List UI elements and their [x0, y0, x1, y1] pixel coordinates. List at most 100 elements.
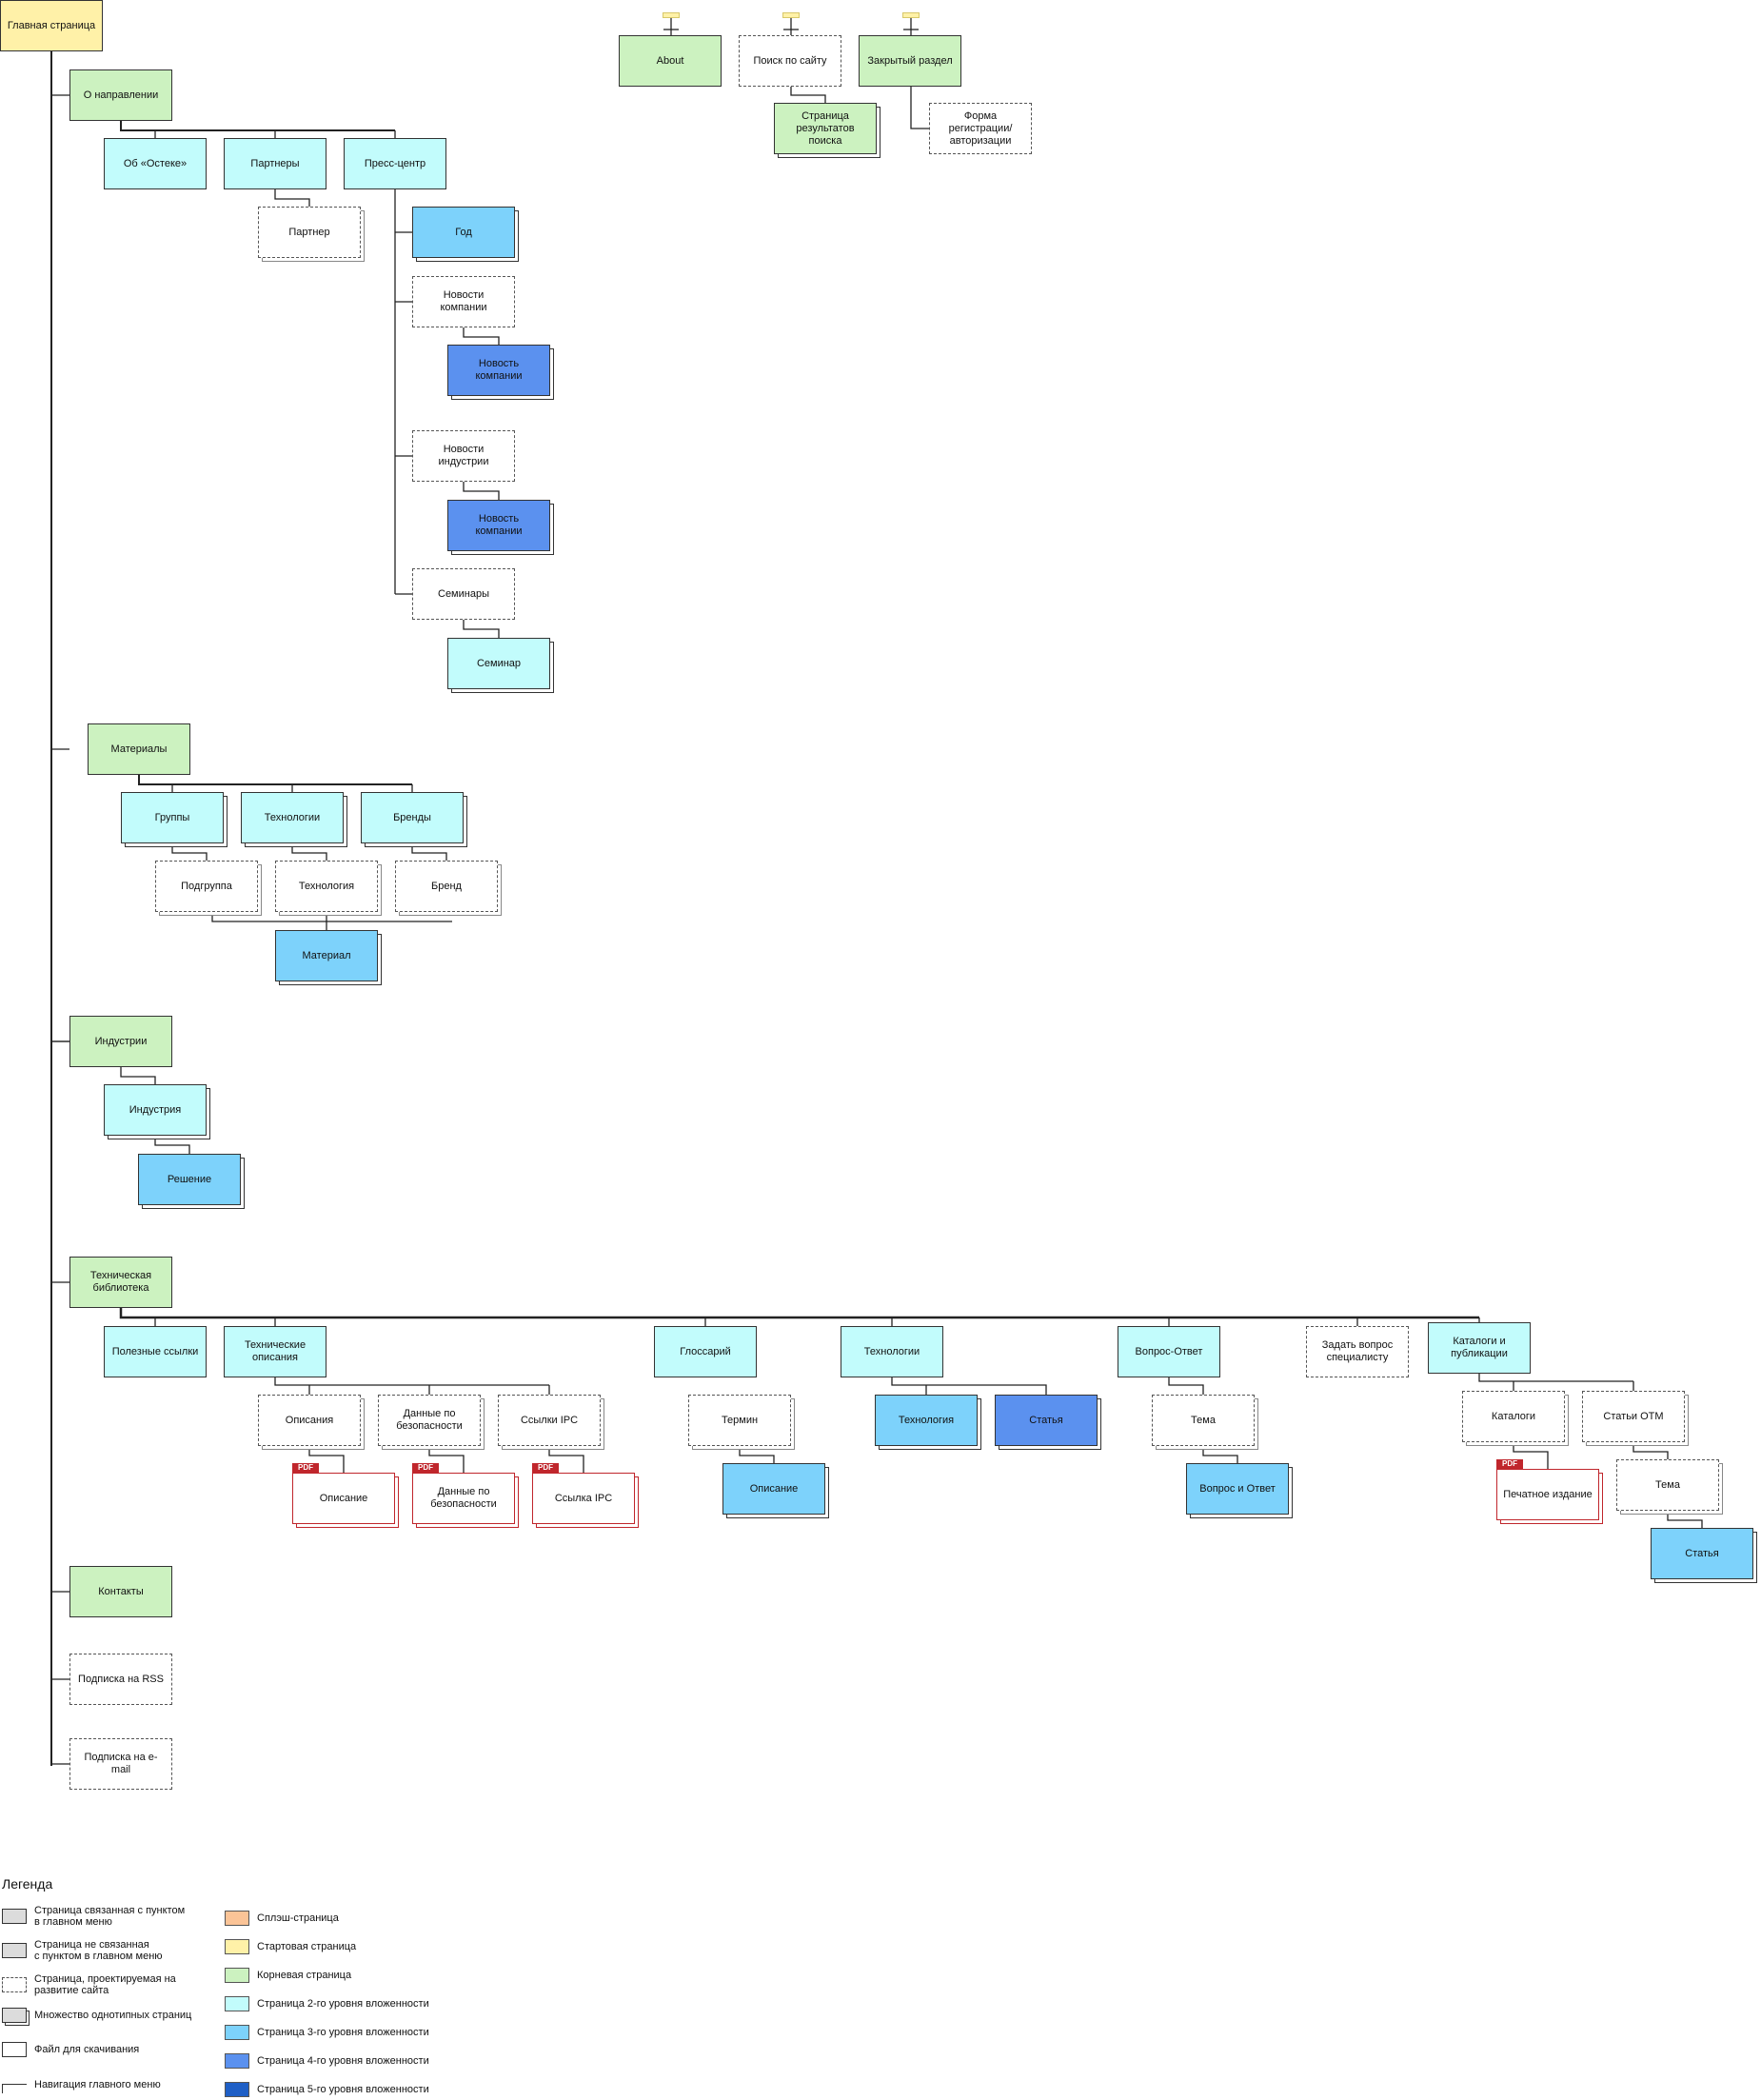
node-label: Решение — [167, 1173, 212, 1185]
legend-item: Корневая страница — [225, 1968, 351, 1983]
node-label: Глоссарий — [680, 1345, 731, 1357]
node-label: Форма регистрации/ авторизации — [948, 109, 1013, 147]
node-stat1: Статья — [995, 1395, 1098, 1446]
node-label: Партнер — [288, 226, 330, 238]
node-seminar: Семинар — [447, 638, 550, 689]
connector — [171, 843, 208, 861]
node-ipc: Ссылки IPC — [498, 1395, 601, 1446]
node-ob_osteke: Об «Остеке» — [104, 138, 207, 189]
node-label: Материалы — [110, 743, 168, 755]
connector — [1202, 1446, 1238, 1463]
legend-color-swatch-icon — [225, 1968, 249, 1983]
node-solution: Решение — [138, 1154, 241, 1205]
legend-item: Страница связанная с пунктом в главном м… — [2, 1905, 185, 1928]
node-label: Вопрос-Ответ — [1135, 1345, 1203, 1357]
legend-item: Множество однотипных страниц — [2, 2008, 191, 2023]
legend-label: Страница 2-го уровня вложенности — [257, 1998, 429, 2010]
legend-swatch-icon — [2, 1943, 27, 1958]
legend-swatch-icon — [2, 2084, 27, 2093]
node-contacts: Контакты — [69, 1566, 172, 1617]
node-brands: Бренды — [361, 792, 464, 843]
node-label: Новость компании — [475, 513, 523, 537]
node-label: Описание — [319, 1492, 368, 1504]
legend-label: Страница 4-го уровня вложенности — [257, 2055, 429, 2067]
node-god: Год — [412, 207, 515, 258]
node-label: Закрытый раздел — [867, 54, 953, 67]
node-label: Бренд — [431, 880, 462, 892]
connector — [463, 620, 500, 638]
node-label: Техническая библиотека — [89, 1270, 152, 1294]
connector — [411, 843, 447, 861]
legend-item: Сплэш-страница — [225, 1911, 339, 1926]
connector — [739, 1446, 775, 1463]
legend-swatch-icon — [2, 1909, 27, 1924]
node-email: Подписка на e-mail — [69, 1738, 172, 1790]
connector — [154, 1136, 190, 1154]
legend-item: Страница 4-го уровня вложенности — [225, 2053, 429, 2069]
node-label: Материал — [302, 949, 351, 961]
legend-item: Стартовая страница — [225, 1939, 356, 1954]
node-label: Вопрос и Ответ — [1199, 1482, 1276, 1495]
legend-title: Легенда — [2, 1876, 53, 1892]
node-safety: Данные по безопасности — [378, 1395, 481, 1446]
connector — [1513, 1442, 1549, 1469]
connector — [1478, 1374, 1633, 1382]
legend-label: Страница не связанная с пунктом в главно… — [34, 1939, 163, 1962]
node-rss: Подписка на RSS — [69, 1654, 172, 1705]
node-regform: Форма регистрации/ авторизации — [929, 103, 1032, 154]
legend-label: Навигация главного меню — [34, 2079, 161, 2090]
connector — [308, 1446, 345, 1473]
node-statotm: Статьи ОТМ — [1582, 1391, 1685, 1442]
legend-item: Страница, проектируемая на развитие сайт… — [2, 1973, 176, 1996]
connector — [548, 1446, 584, 1473]
node-label: Бренды — [393, 811, 431, 823]
node-katalogi: Каталоги — [1462, 1391, 1565, 1442]
connector — [1632, 1442, 1669, 1459]
node-label: Группы — [154, 811, 190, 823]
node-novost2: Новость компании — [447, 500, 550, 551]
legend-item: Страница 2-го уровня вложенности — [225, 1996, 429, 2011]
node-techlib: Техническая библиотека — [69, 1257, 172, 1308]
node-label: Новости компании — [440, 289, 487, 313]
node-closed: Закрытый раздел — [859, 35, 961, 87]
node-label: About — [656, 54, 684, 67]
main-menu-marker-icon — [782, 12, 800, 18]
legend-color-swatch-icon — [225, 2053, 249, 2069]
legend-item: Страница 3-го уровня вложенности — [225, 2025, 429, 2040]
legend-item: Страница 5-го уровня вложенности — [225, 2082, 429, 2097]
node-label: Об «Остеке» — [123, 157, 188, 169]
node-opisaniya: Описания — [258, 1395, 361, 1446]
node-label: Статья — [1029, 1414, 1063, 1426]
node-label: Технологии — [264, 811, 321, 823]
legend-label: Страница связанная с пунктом в главном м… — [34, 1905, 186, 1928]
legend-color-swatch-icon — [225, 1996, 249, 2011]
legend-swatch-icon — [2, 2008, 27, 2023]
node-partner: Партнер — [258, 207, 361, 258]
legend-swatch-icon — [2, 1977, 27, 1992]
node-label: Семинары — [438, 587, 489, 600]
node-label: Ссылки IPC — [520, 1414, 579, 1426]
node-label: Технология — [298, 880, 355, 892]
node-label: Термин — [721, 1414, 759, 1426]
pdf-tag-icon: PDF — [1496, 1459, 1523, 1469]
connector — [138, 775, 412, 785]
legend-label: Страница 5-го уровня вложенности — [257, 2084, 429, 2095]
node-label: Год — [455, 226, 472, 238]
connector — [790, 87, 826, 103]
node-label: Страница результатов поиска — [796, 109, 855, 147]
node-news_comp: Новости компании — [412, 276, 515, 327]
node-tema1: Тема — [1152, 1395, 1255, 1446]
node-label: Партнеры — [250, 157, 300, 169]
connector — [119, 1308, 1479, 1319]
node-label: Тема — [1191, 1414, 1216, 1426]
legend-color-swatch-icon — [225, 1911, 249, 1926]
node-onapr: О направлении — [69, 69, 172, 121]
node-label: Новости индустрии — [438, 444, 489, 467]
connector — [463, 482, 500, 500]
connector — [120, 1067, 156, 1084]
main-menu-marker-icon — [902, 12, 920, 18]
